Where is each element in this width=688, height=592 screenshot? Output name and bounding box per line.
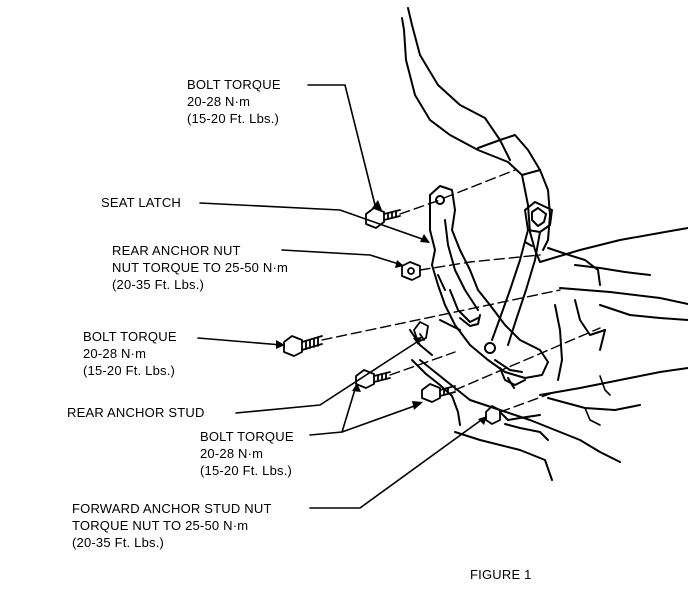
arrow-rear-anchor-nut xyxy=(395,260,404,268)
leader-forward-anchor xyxy=(309,417,485,509)
leader-rear-anchor-stud xyxy=(235,339,421,414)
label-line: (15-20 Ft. Lbs.) xyxy=(187,111,280,126)
leader-seat-latch xyxy=(199,202,426,241)
label-line: TORQUE NUT TO 25-50 N·m xyxy=(72,518,249,533)
leader-bolt-bottom xyxy=(341,403,421,433)
leader-bolt-middle xyxy=(309,385,357,436)
label-line: FORWARD ANCHOR STUD NUT xyxy=(72,501,272,516)
figure-caption: FIGURE 1 xyxy=(470,566,532,583)
label-line: REAR ANCHOR STUD xyxy=(67,405,205,420)
leader-rear-anchor-nut xyxy=(281,249,403,266)
leader-bolt-top xyxy=(307,84,376,206)
arrow-forward-anchor xyxy=(478,416,487,425)
alignment-lines xyxy=(321,169,601,413)
arrow-bolt-top xyxy=(372,200,382,210)
label-bolt-torque-top: BOLT TORQUE 20-28 N·m (15-20 Ft. Lbs.) xyxy=(187,76,281,127)
label-bolt-torque-left: BOLT TORQUE 20-28 N·m (15-20 Ft. Lbs.) xyxy=(83,328,177,379)
label-bolt-torque-bottom: BOLT TORQUE 20-28 N·m (15-20 Ft. Lbs.) xyxy=(200,428,294,479)
label-line: BOLT TORQUE xyxy=(187,77,281,92)
label-rear-anchor-nut: REAR ANCHOR NUT NUT TORQUE TO 25-50 N·m … xyxy=(112,242,288,293)
label-line: SEAT LATCH xyxy=(101,195,182,210)
latch-arm xyxy=(491,201,553,346)
label-line: 20-28 N·m xyxy=(83,346,147,361)
arrowheads xyxy=(276,200,487,425)
arrow-bolt-middle xyxy=(352,383,361,392)
label-line: 20-28 N·m xyxy=(187,94,251,109)
bolt-bottom xyxy=(421,383,456,403)
label-rear-anchor-stud: REAR ANCHOR STUD xyxy=(67,404,205,421)
caption-text: FIGURE 1 xyxy=(470,567,532,582)
seat-latch-bracket xyxy=(429,185,549,389)
label-line: BOLT TORQUE xyxy=(83,329,177,344)
label-line: (15-20 Ft. Lbs.) xyxy=(200,463,293,478)
label-seat-latch: SEAT LATCH xyxy=(101,194,181,211)
label-line: (20-35 Ft. Lbs.) xyxy=(72,535,165,550)
label-line: (20-35 Ft. Lbs.) xyxy=(112,277,205,292)
label-line: NUT TORQUE TO 25-50 N·m xyxy=(112,260,289,275)
nut-rear-anchor xyxy=(401,261,421,281)
floor-pan xyxy=(409,227,688,481)
arrow-rear-anchor-stud xyxy=(413,337,422,345)
label-line: (15-20 Ft. Lbs.) xyxy=(83,363,176,378)
forward-anchor-stud xyxy=(485,405,501,425)
bolt-left xyxy=(283,335,323,357)
arrow-seat-latch xyxy=(420,234,430,243)
label-line: 20-28 N·m xyxy=(200,446,264,461)
label-forward-anchor-stud-nut: FORWARD ANCHOR STUD NUT TORQUE NUT TO 25… xyxy=(72,500,272,551)
arrow-bolt-bottom xyxy=(412,401,423,410)
bolt-middle xyxy=(355,369,391,389)
label-line: BOLT TORQUE xyxy=(200,429,294,444)
label-line: REAR ANCHOR NUT xyxy=(112,243,241,258)
leader-lines xyxy=(197,84,485,509)
seat-back-frame xyxy=(401,7,551,263)
arrow-bolt-left xyxy=(276,340,285,349)
leader-bolt-left xyxy=(197,337,283,346)
